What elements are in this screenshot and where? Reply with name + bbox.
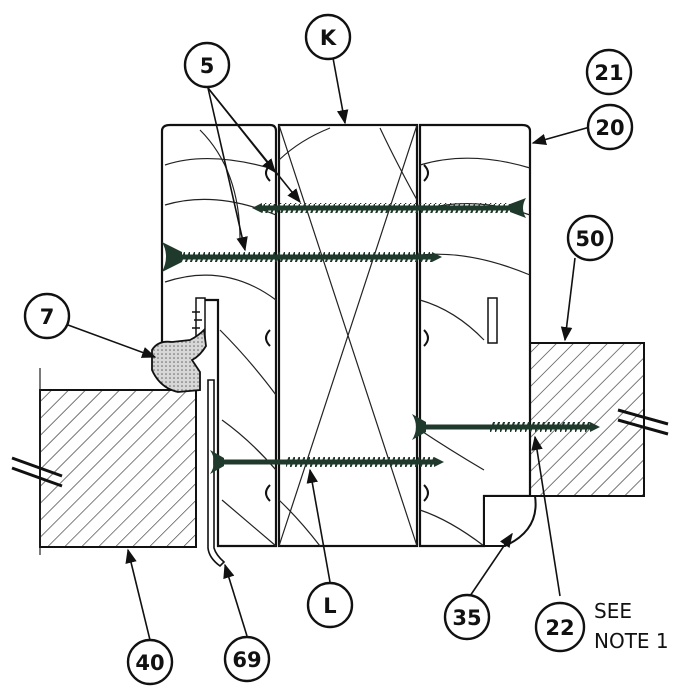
svg-text:21: 21 [594,61,623,85]
svg-text:50: 50 [575,227,604,251]
callout-k: K [304,13,352,61]
callout-l: L [306,581,354,629]
callout-35: 35 [443,593,491,641]
wall-break-right-icon [617,408,669,436]
callout-21: 21 [585,48,633,96]
screw-top [252,198,526,218]
callout-20: 20 [586,103,634,151]
wall-break-left-icon [11,456,63,488]
screw-22 [412,414,600,440]
screw-middle [162,242,442,272]
svg-text:20: 20 [595,116,624,140]
note-line-1: SEE [594,599,632,623]
callout-40: 40 [126,638,174,686]
svg-text:7: 7 [40,305,55,329]
svg-text:69: 69 [232,648,261,672]
gasket-seal-7 [151,311,207,393]
callout-22: 22 [534,601,586,653]
svg-text:35: 35 [452,606,481,630]
wall-block-left [39,368,197,555]
svg-text:22: 22 [545,616,574,640]
callout-50: 50 [566,214,614,262]
screw-bottom [210,450,444,474]
frame-section-right [418,123,532,548]
callout-69: 69 [223,635,271,683]
svg-text:L: L [323,594,336,618]
note-line-2: NOTE 1 [594,629,669,653]
svg-text:K: K [320,26,337,50]
svg-text:5: 5 [200,54,215,78]
leader-lines [67,57,591,641]
frame-core-k [277,123,419,548]
svg-text:40: 40 [135,651,164,675]
callout-7: 7 [23,292,71,340]
callout-5: 5 [183,41,231,89]
